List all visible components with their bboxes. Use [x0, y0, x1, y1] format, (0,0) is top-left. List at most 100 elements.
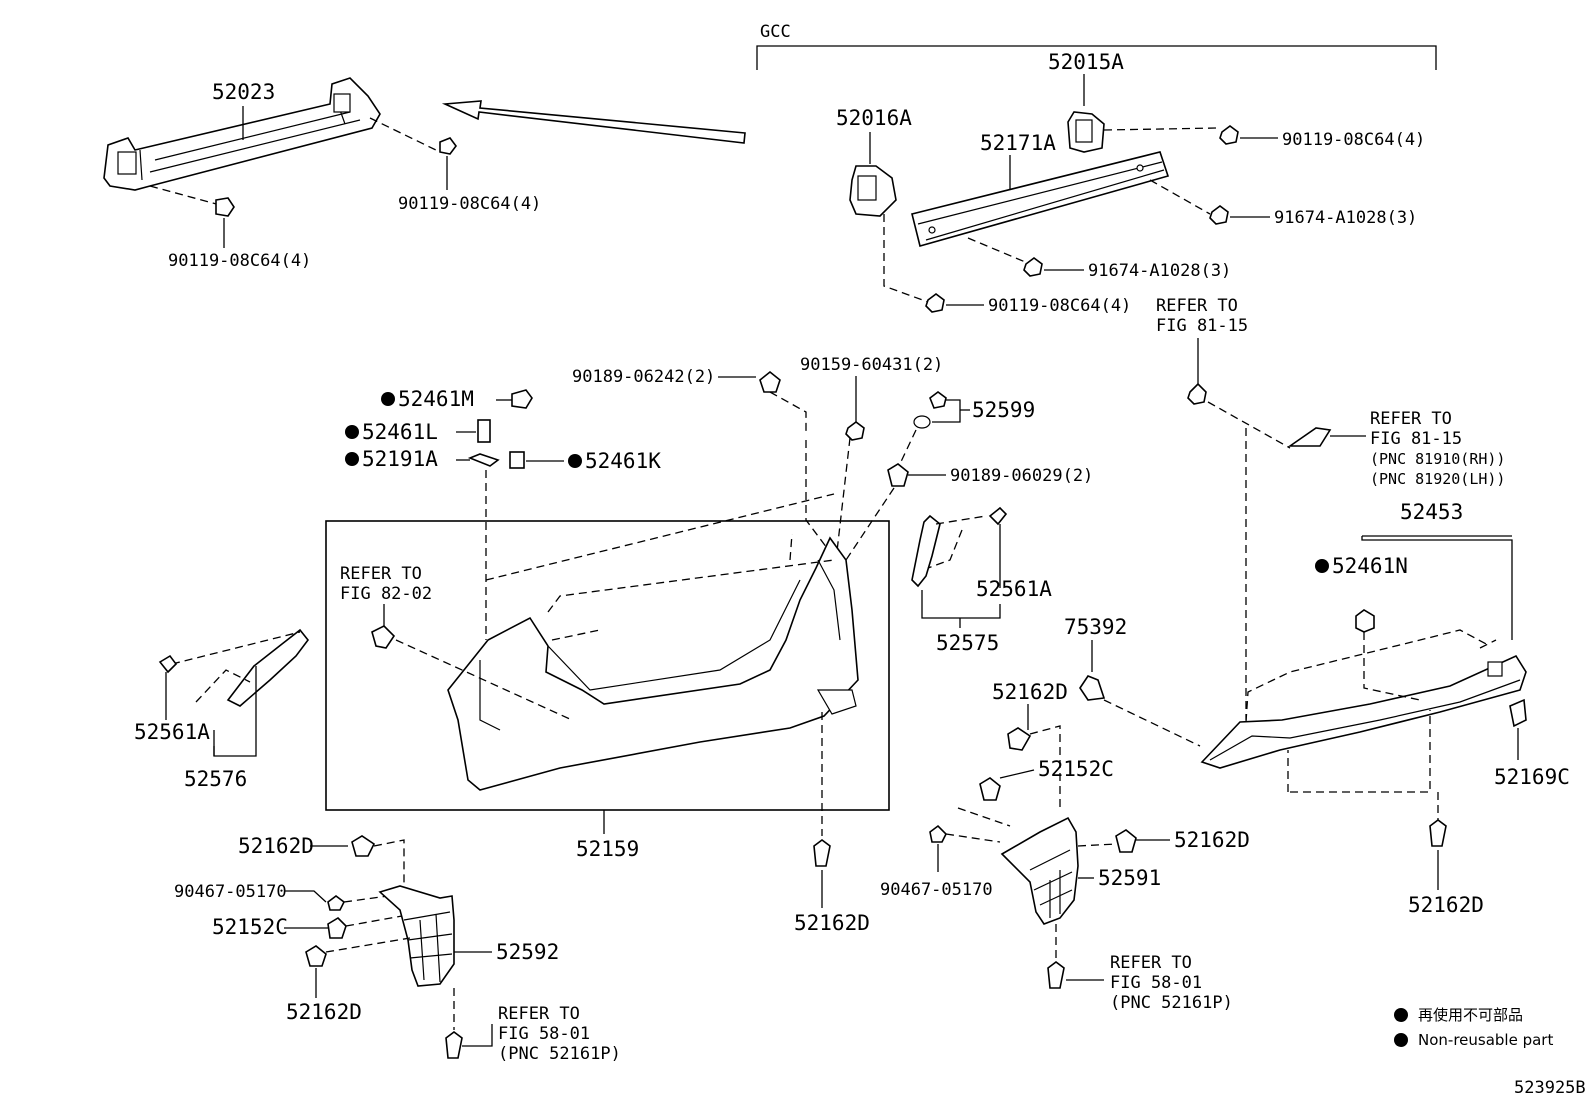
label-52162d-far-right: 52162D	[1408, 893, 1484, 917]
legend-english: Non-reusable part	[1418, 1031, 1553, 1049]
direction-arrow	[441, 100, 746, 144]
part-52461l: 52461L	[345, 419, 491, 444]
label-52016a: 52016A	[836, 106, 912, 130]
refer-fig-81-15-a: REFER TO FIG 81-15	[1156, 296, 1291, 720]
label-90159: 90159-60431(2)	[800, 355, 943, 375]
label-52576: 52576	[184, 767, 247, 791]
label-52162d-left-1: 52162D	[238, 834, 314, 858]
refer-58-01-left-line2: FIG 58-01	[498, 1024, 590, 1044]
refer-81-15-b-line1: REFER TO	[1370, 409, 1452, 429]
refer-fig-58-01-right: REFER TO FIG 58-01 (PNC 52161P)	[1047, 924, 1233, 1013]
label-52453: 52453	[1400, 500, 1463, 524]
refer-58-01-left-line3: (PNC 52161P)	[498, 1044, 621, 1064]
clip-52162d-far-right: 52162D	[1408, 792, 1484, 917]
label-52461m: 52461M	[398, 387, 474, 411]
label-52191a: 52191A	[362, 447, 438, 471]
refer-82-02-line1: REFER TO	[340, 564, 422, 584]
label-52592: 52592	[496, 940, 559, 964]
clip-90189-06029: 90189-06029(2)	[845, 463, 1093, 561]
label-52162d-left-2: 52162D	[286, 1000, 362, 1024]
bolt-90119-b: 90119-08C64(4)	[168, 197, 311, 271]
refer-81-15-a-line1: REFER TO	[1156, 296, 1238, 316]
label-52171a: 52171A	[980, 131, 1056, 155]
label-52461n: 52461N	[1332, 554, 1408, 578]
part-52599: 52599	[897, 391, 1035, 469]
refer-fig-81-15-b: REFER TO FIG 81-15 (PNC 81910(RH)) (PNC …	[1287, 409, 1505, 488]
refer-81-15-b-line2: FIG 81-15	[1370, 429, 1462, 449]
label-52015a: 52015A	[1048, 50, 1124, 74]
part-52591: 52591	[1000, 816, 1161, 925]
label-90467-left: 90467-05170	[174, 882, 287, 902]
refer-81-15-b-line4: (PNC 81920(LH))	[1370, 470, 1505, 488]
refer-81-15-a-line2: FIG 81-15	[1156, 316, 1248, 336]
legend: 再使用不可部品 Non-reusable part	[1394, 1006, 1553, 1049]
part-52592: 52592	[378, 885, 559, 987]
label-52461l: 52461L	[362, 420, 438, 444]
part-52461m: 52461M	[381, 387, 533, 411]
label-52599: 52599	[972, 398, 1035, 422]
part-52015a: 52015A	[1048, 50, 1124, 153]
label-90189-06029: 90189-06029(2)	[950, 466, 1093, 486]
legend-dot-2	[1394, 1033, 1408, 1047]
bolt-90159: 90159-60431(2)	[800, 355, 943, 561]
legend-japanese: 再使用不可部品	[1418, 1006, 1523, 1024]
part-52191a: 52191A	[345, 447, 500, 471]
label-91674-a: 91674-A1028(3)	[1274, 208, 1417, 228]
label-91674-b: 91674-A1028(3)	[1088, 261, 1231, 281]
refer-58-01-right-line2: FIG 58-01	[1110, 973, 1202, 993]
label-52561a-right: 52561A	[976, 577, 1052, 601]
clip-52152c-right: 52152C	[957, 757, 1114, 827]
part-52016a: 52016A	[836, 106, 912, 217]
label-52162d-right: 52162D	[1174, 828, 1250, 852]
part-52023: 52023	[103, 77, 441, 206]
bolts-right-bracket: 90119-08C64(4) 91674-A1028(3) 91674-A102…	[883, 125, 1425, 316]
label-52169c: 52169C	[1494, 765, 1570, 789]
clip-52162d-left-2: 52162D	[286, 937, 411, 1024]
label-90119-c: 90119-08C64(4)	[1282, 130, 1425, 150]
label-52461k: 52461K	[585, 449, 661, 473]
part-52575: 52561A 52575	[911, 506, 1052, 655]
refer-81-15-b-line3: (PNC 81910(RH))	[1370, 450, 1505, 468]
label-52152c-right: 52152C	[1038, 757, 1114, 781]
bolt-90467-right: 90467-05170	[880, 824, 1001, 900]
refer-58-01-right-line1: REFER TO	[1110, 953, 1192, 973]
figure-id: 523925B	[1514, 1078, 1586, 1098]
part-52453: 52453	[1200, 500, 1527, 793]
label-52159: 52159	[576, 837, 639, 861]
part-52171a: 52171A	[911, 131, 1170, 247]
gcc-bracket: GCC	[756, 22, 1437, 70]
refer-58-01-left-line1: REFER TO	[498, 1004, 580, 1024]
label-52152c-left: 52152C	[212, 915, 288, 939]
clip-90189-06242: 90189-06242(2)	[572, 367, 837, 561]
label-90119-b: 90119-08C64(4)	[168, 251, 311, 271]
label-75392: 75392	[1064, 615, 1127, 639]
part-52576: 52561A 52576	[134, 628, 310, 791]
clip-52162d-right: 52162D	[1077, 828, 1250, 853]
gcc-label: GCC	[760, 22, 791, 42]
refer-fig-58-01-left: REFER TO FIG 58-01 (PNC 52161P)	[445, 988, 621, 1064]
part-52169c: 52169C	[1494, 698, 1570, 789]
clip-52162d-left-1: 52162D	[238, 834, 405, 890]
legend-dot-1	[1394, 1008, 1408, 1022]
label-90119-a: 90119-08C64(4)	[398, 194, 541, 214]
clip-52152c-left: 52152C	[212, 915, 403, 939]
label-52591: 52591	[1098, 866, 1161, 890]
label-90467-right: 90467-05170	[880, 880, 993, 900]
part-75392: 75392	[1064, 615, 1201, 747]
bolt-90467-left: 90467-05170	[174, 882, 389, 911]
part-52159: 52159	[325, 493, 890, 861]
label-90189-06242: 90189-06242(2)	[572, 367, 715, 387]
refer-82-02-line2: FIG 82-02	[340, 584, 432, 604]
part-52461n: 52461N	[1315, 554, 1421, 701]
refer-58-01-right-line3: (PNC 52161P)	[1110, 993, 1233, 1013]
bolt-90119-a: 90119-08C64(4)	[398, 137, 541, 214]
part-52461k: 52461K	[485, 449, 661, 640]
label-52162d-center: 52162D	[794, 911, 870, 935]
clip-52162d-center: 52162D	[794, 712, 870, 935]
label-90119-d: 90119-08C64(4)	[988, 296, 1131, 316]
refer-fig-82-02: REFER TO FIG 82-02	[340, 564, 432, 649]
label-52023: 52023	[212, 80, 275, 104]
label-52575: 52575	[936, 631, 999, 655]
clip-52162d-mid: 52162D	[992, 680, 1068, 810]
